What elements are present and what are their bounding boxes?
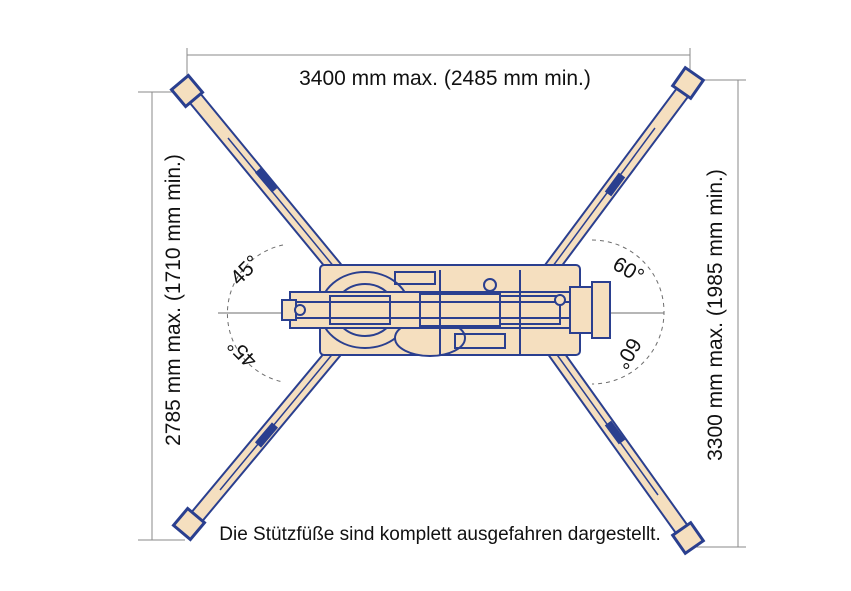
width-dimension-label: 3400 mm max. (2485 mm min.) bbox=[299, 67, 591, 90]
angle-label-left-top: 45° bbox=[226, 251, 265, 290]
right-height-dimension-label: 3300 mm max. (1985 mm min.) bbox=[704, 169, 727, 461]
foot-pad-icon bbox=[670, 520, 706, 556]
outrigger-legs bbox=[169, 65, 706, 556]
dimension-lines bbox=[138, 48, 746, 548]
leg-top-right bbox=[542, 65, 706, 278]
foot-pad-icon bbox=[169, 73, 205, 109]
left-height-dimension-label: 2785 mm max. (1710 mm min.) bbox=[162, 154, 185, 446]
crane-body bbox=[281, 264, 611, 357]
note-caption: Die Stützfüße sind komplett ausgefahren … bbox=[219, 524, 660, 545]
angle-label-right-top: 60° bbox=[609, 252, 648, 288]
right-angle-arc bbox=[591, 239, 665, 385]
angle-label-right-bottom: 60° bbox=[610, 334, 646, 373]
leg-top-left bbox=[169, 73, 343, 276]
foot-pad-icon bbox=[171, 506, 207, 542]
angle-label-left-bottom: 45° bbox=[223, 333, 262, 372]
leg-bottom-left bbox=[171, 337, 348, 542]
leg-bottom-right bbox=[542, 337, 706, 556]
left-angle-arc bbox=[226, 244, 284, 383]
foot-pad-icon bbox=[670, 65, 706, 101]
